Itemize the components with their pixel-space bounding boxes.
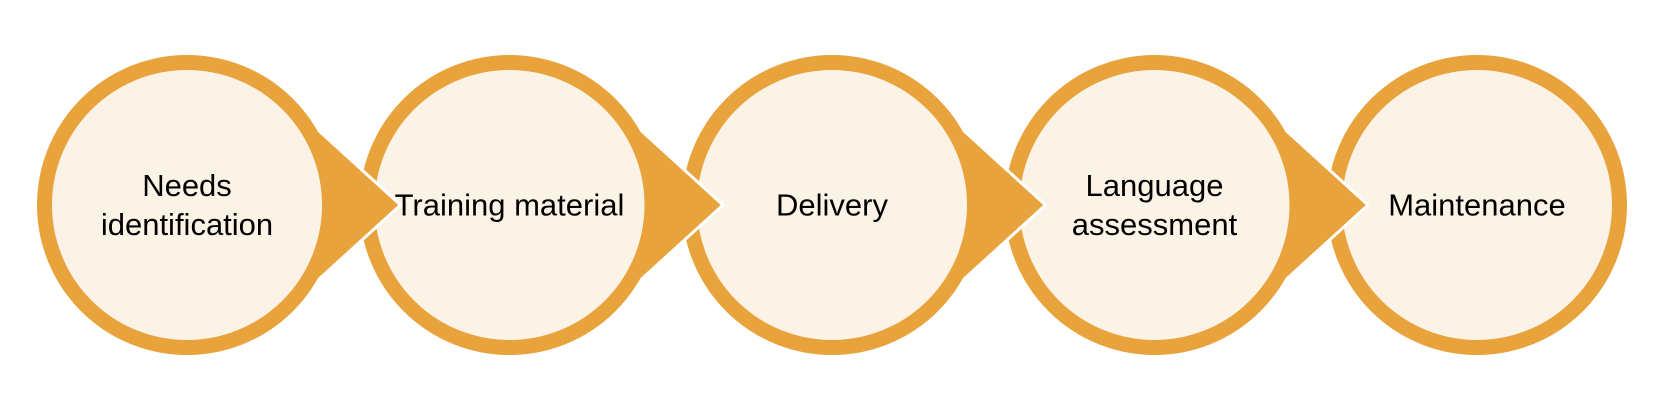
step-circle — [1327, 55, 1627, 355]
step-circle — [37, 55, 337, 355]
step-circle — [682, 55, 982, 355]
step-circle — [359, 55, 660, 355]
step-circle — [1004, 55, 1305, 355]
